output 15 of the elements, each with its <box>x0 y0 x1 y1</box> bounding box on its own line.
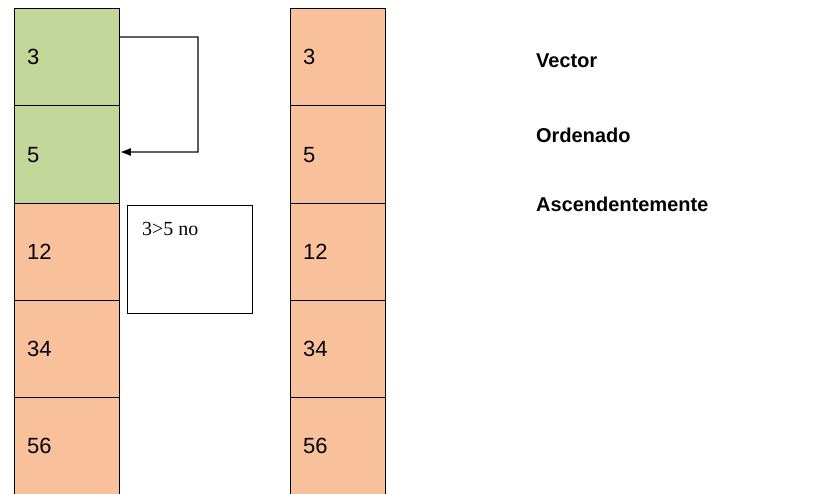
array-cell: 5 <box>290 105 386 204</box>
arrow <box>120 36 199 156</box>
array-cell: 12 <box>14 203 120 301</box>
array-cell: 5 <box>14 105 120 204</box>
array-cell: 3 <box>290 8 386 106</box>
array-cell: 34 <box>14 300 120 398</box>
comparison-note: 3>5 no <box>127 205 253 314</box>
caption-text: Ordenado <box>536 125 630 148</box>
array-cell: 34 <box>290 300 386 398</box>
array-cell: 12 <box>290 203 386 301</box>
caption-text: Ascendentemente <box>536 194 708 217</box>
array-cell: 56 <box>290 397 386 494</box>
array-cell: 56 <box>14 397 120 494</box>
caption-text: Vector <box>536 50 598 73</box>
array-cell: 3 <box>14 8 120 106</box>
